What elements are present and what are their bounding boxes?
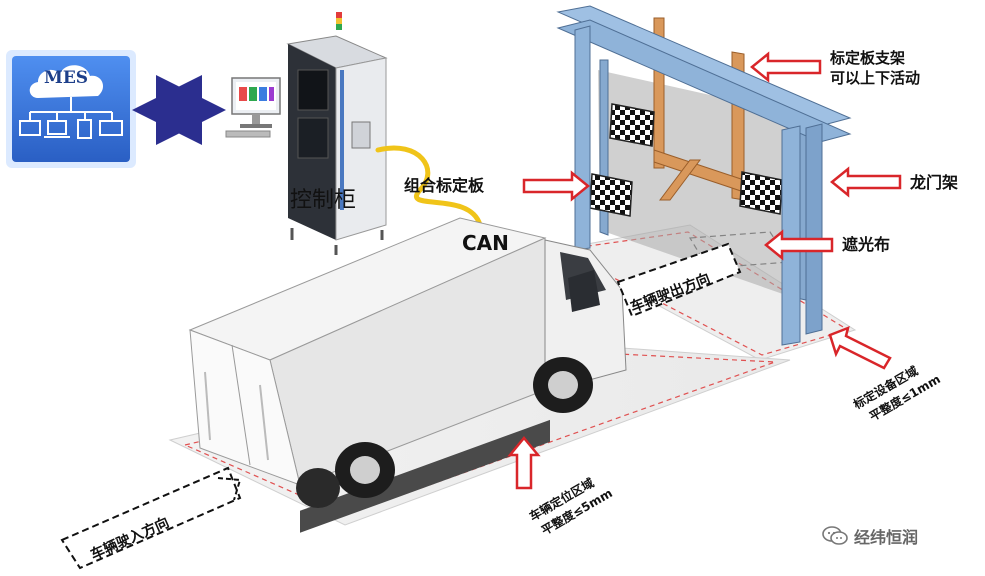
cloud-icon — [29, 65, 104, 98]
checkerboard-upper-left — [609, 103, 655, 147]
tablet-icon — [77, 119, 92, 139]
cabinet-label: 控制柜 — [290, 188, 357, 213]
shade-callout-arrow — [764, 229, 834, 261]
wheels — [296, 357, 593, 508]
desktop-icon — [99, 120, 123, 136]
device-icons — [19, 97, 123, 139]
shade-cloth-label: 遮光布 — [842, 235, 891, 254]
can-label: CAN — [462, 231, 509, 255]
truck — [188, 217, 627, 533]
target-callout-arrow — [522, 170, 590, 202]
checkerboard-right — [739, 171, 783, 215]
bracket-label: 标定板支架 — [830, 49, 906, 67]
signal-light-icon — [336, 12, 342, 18]
control-cabinet — [286, 12, 388, 255]
positioning-area-callout-arrow — [507, 436, 541, 490]
equipment-area-callout-arrow — [828, 325, 892, 370]
gantry-label: 龙门架 — [910, 173, 959, 192]
monitor-icon — [19, 120, 41, 136]
mes-system — [6, 50, 136, 168]
wechat-icon — [822, 526, 848, 545]
watermark-text: 经纬恒润 — [854, 528, 919, 547]
entry-direction-box — [60, 466, 242, 570]
direction-boxes — [60, 242, 742, 570]
callout-arrows — [507, 51, 902, 490]
mes-label: MES — [44, 68, 89, 88]
watermark: 经纬恒润 — [822, 524, 918, 548]
pc-terminal — [225, 77, 281, 138]
cab-window — [568, 270, 600, 312]
entry-direction-arrowhead — [217, 477, 242, 501]
bracket-label-line2: 可以上下活动 — [830, 69, 921, 87]
calibration-targets — [589, 103, 783, 217]
bracket-callout-arrow — [750, 51, 822, 83]
laptop-icon — [47, 120, 67, 135]
combined-target-label: 组合标定板 — [404, 176, 485, 195]
gantry-callout-arrow — [830, 166, 902, 198]
exit-direction-box — [616, 242, 742, 318]
checkerboard-lower-left — [589, 173, 633, 217]
